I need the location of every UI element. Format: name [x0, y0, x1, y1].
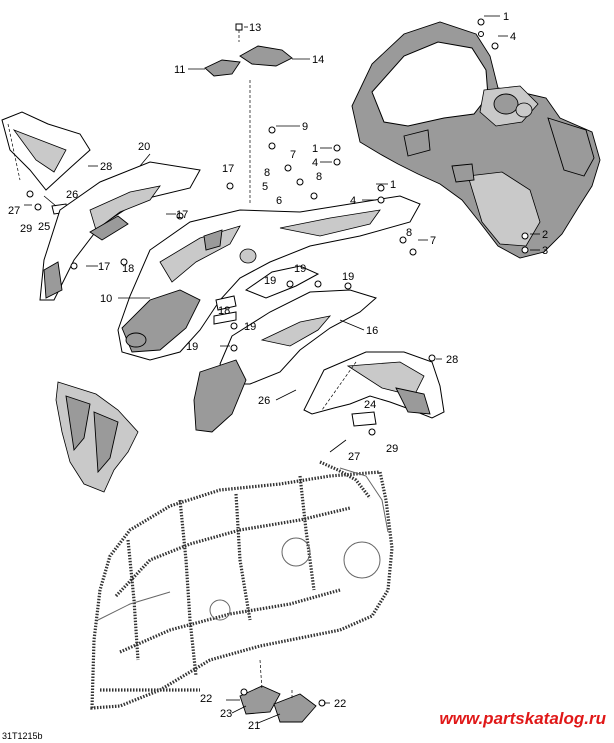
fasteners	[26, 18, 529, 707]
callout-20: 20	[138, 141, 150, 153]
callout-19: 19	[294, 263, 306, 275]
callout-22: 22	[200, 693, 212, 705]
callout-8: 8	[406, 227, 412, 239]
callout-6: 6	[276, 195, 282, 207]
callout-29: 29	[386, 443, 398, 455]
bracket-24	[351, 411, 377, 427]
bracket-21	[273, 693, 317, 723]
vehicle-frame	[90, 460, 394, 710]
callout-11: 11	[174, 64, 185, 76]
callout-1: 1	[312, 143, 318, 155]
callout-19: 19	[186, 341, 198, 353]
callout-18: 18	[218, 305, 230, 317]
callout-4: 4	[312, 157, 318, 169]
callout-3: 3	[542, 245, 548, 257]
callout-17: 17	[98, 261, 110, 273]
callout-26: 26	[258, 395, 270, 407]
rear-fender-part	[351, 21, 601, 259]
front-left-fender-part	[1, 111, 91, 191]
callout-14: 14	[312, 54, 324, 66]
watermark-text: www.partskatalog.ru	[439, 709, 606, 728]
bracket-23	[239, 685, 281, 715]
callout-7: 7	[430, 235, 436, 247]
callout-17: 17	[222, 163, 234, 175]
callout-25: 25	[38, 221, 50, 233]
leader-lines	[24, 15, 540, 724]
callout-4: 4	[510, 31, 516, 43]
callout-13: 13	[249, 22, 261, 34]
clip-part-11	[204, 59, 241, 77]
figure-reference-code: 31T1215b	[2, 731, 43, 741]
callout-24: 24	[364, 399, 376, 411]
callout-7: 7	[290, 149, 296, 161]
callout-19: 19	[264, 275, 276, 287]
radiator-guard-part	[55, 381, 139, 493]
callout-5: 5	[262, 181, 268, 193]
callout-28: 28	[100, 161, 112, 173]
side-panel-20	[39, 161, 201, 301]
callout-1: 1	[503, 11, 509, 23]
callout-23: 23	[220, 708, 232, 720]
main-body-panel-10	[117, 195, 421, 361]
callout-29: 29	[20, 223, 32, 235]
callout-28: 28	[446, 354, 458, 366]
callout-21: 21	[248, 720, 260, 732]
callout-26: 26	[66, 189, 78, 201]
callout-8: 8	[264, 167, 270, 179]
callout-16: 16	[366, 325, 378, 337]
callout-8: 8	[316, 171, 322, 183]
callout-27: 27	[348, 451, 360, 463]
clip-part-14	[239, 45, 293, 67]
callout-2: 2	[542, 229, 548, 241]
callout-4: 4	[350, 195, 356, 207]
body-panel-16	[193, 265, 378, 433]
callout-18: 18	[122, 263, 134, 275]
callout-9: 9	[302, 121, 308, 133]
screw-13	[235, 23, 243, 42]
callout-10: 10	[100, 293, 112, 305]
callout-22: 22	[334, 698, 346, 710]
callout-17: 17	[176, 209, 188, 221]
callout-1: 1	[390, 179, 396, 191]
callout-labels: 13 11 14 1 4 9 1 4 1 4 2 3 7 8 7 8 8 5 6…	[8, 11, 548, 732]
callout-19: 19	[342, 271, 354, 283]
callout-27: 27	[8, 205, 20, 217]
callout-19: 19	[244, 321, 256, 333]
rear-right-fender-part	[303, 351, 445, 419]
